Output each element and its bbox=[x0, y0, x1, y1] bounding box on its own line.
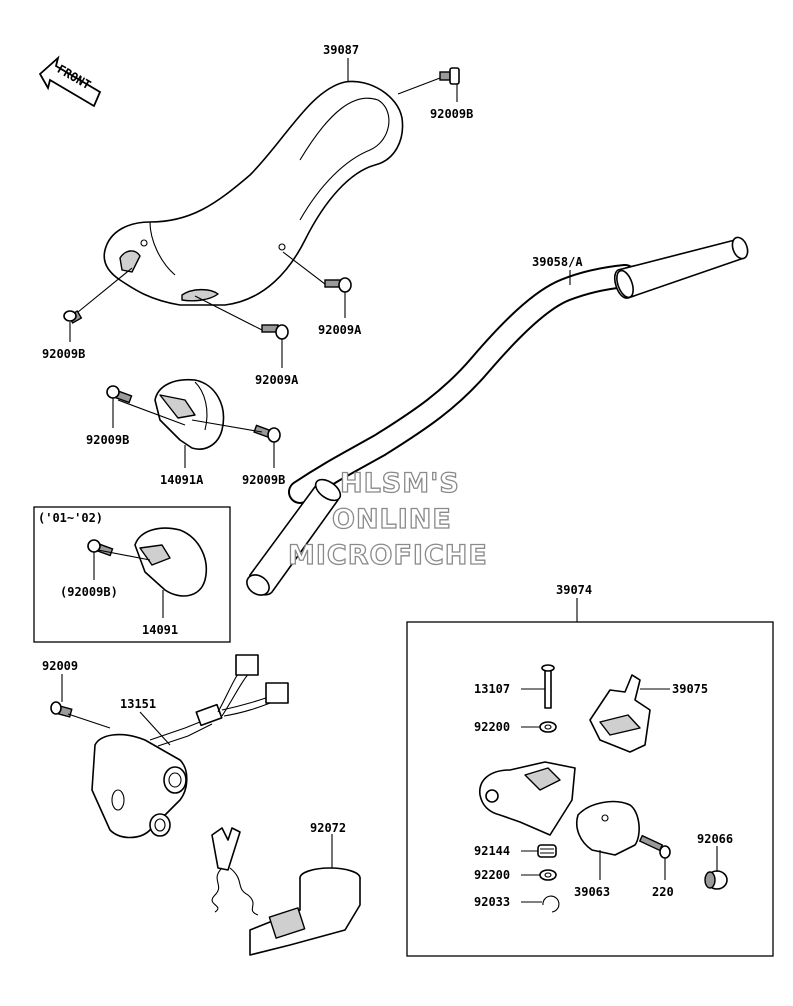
label-92009b-left: 92009B bbox=[42, 347, 85, 361]
pin-13107 bbox=[541, 664, 555, 709]
clamp-92072 bbox=[249, 867, 361, 956]
lanyard-clip bbox=[211, 827, 259, 916]
label-92072: 92072 bbox=[310, 821, 346, 835]
label-220: 220 bbox=[652, 885, 674, 899]
label-92009b-inset: (92009B) bbox=[60, 585, 118, 599]
label-39075: 39075 bbox=[672, 682, 708, 696]
screw-92009 bbox=[50, 701, 73, 718]
assembly-box-39074 bbox=[406, 621, 774, 957]
housing-39063 bbox=[576, 800, 640, 856]
label-39063: 39063 bbox=[574, 885, 610, 899]
front-arrow-icon: FRONT bbox=[38, 55, 102, 108]
screw-92009a-right bbox=[324, 277, 352, 293]
label-92009b-cover-left: 92009B bbox=[86, 433, 129, 447]
label-13107: 13107 bbox=[474, 682, 510, 696]
label-14091a: 14091A bbox=[160, 473, 204, 487]
label-92144: 92144 bbox=[474, 844, 510, 858]
watermark-line3: MICROFICHE bbox=[288, 540, 488, 571]
label-39058a: 39058/A bbox=[532, 255, 583, 269]
throttle-lever bbox=[479, 761, 576, 836]
label-92009b-top: 92009B bbox=[430, 107, 473, 121]
label-14091: 14091 bbox=[142, 623, 178, 637]
label-92200-b: 92200 bbox=[474, 868, 510, 882]
switch-assembly-13151 bbox=[91, 654, 289, 839]
label-92009: 92009 bbox=[42, 659, 78, 673]
inset-box bbox=[33, 506, 231, 643]
label-39087: 39087 bbox=[323, 43, 359, 57]
watermark-line2: ONLINE bbox=[332, 504, 452, 535]
cap-92066 bbox=[704, 870, 728, 890]
screw-92009b-top bbox=[439, 67, 460, 85]
e-ring-92033 bbox=[542, 895, 560, 913]
label-92033: 92033 bbox=[474, 895, 510, 909]
label-39074: 39074 bbox=[556, 583, 592, 597]
screw-220 bbox=[638, 834, 671, 859]
label-92200-a: 92200 bbox=[474, 720, 510, 734]
switch-cover-14091 bbox=[134, 527, 207, 597]
washer-92200-b bbox=[539, 869, 557, 881]
watermark-line1: HLSM'S bbox=[340, 468, 460, 499]
screw-92009b-left bbox=[63, 310, 83, 324]
washer-92200-a bbox=[539, 721, 557, 733]
leader-lines bbox=[61, 58, 718, 903]
screw-92009a-bottom bbox=[261, 324, 289, 340]
spring-92144 bbox=[537, 844, 557, 858]
inset-note: ('01~'02) bbox=[38, 511, 103, 525]
bracket-39075 bbox=[589, 674, 651, 753]
label-92009a-bottom: 92009A bbox=[255, 373, 299, 387]
screw-92009b-cover-right bbox=[253, 424, 281, 443]
label-92009a-right: 92009A bbox=[318, 323, 362, 337]
label-92066: 92066 bbox=[697, 832, 733, 846]
screw-92009b-inset bbox=[87, 539, 114, 557]
label-13151: 13151 bbox=[120, 697, 156, 711]
handlebar-pad-39087 bbox=[103, 80, 404, 306]
switch-cover-14091a bbox=[154, 378, 225, 450]
handlebar-39058a bbox=[246, 236, 749, 596]
label-92009b-cover-right: 92009B bbox=[242, 473, 285, 487]
